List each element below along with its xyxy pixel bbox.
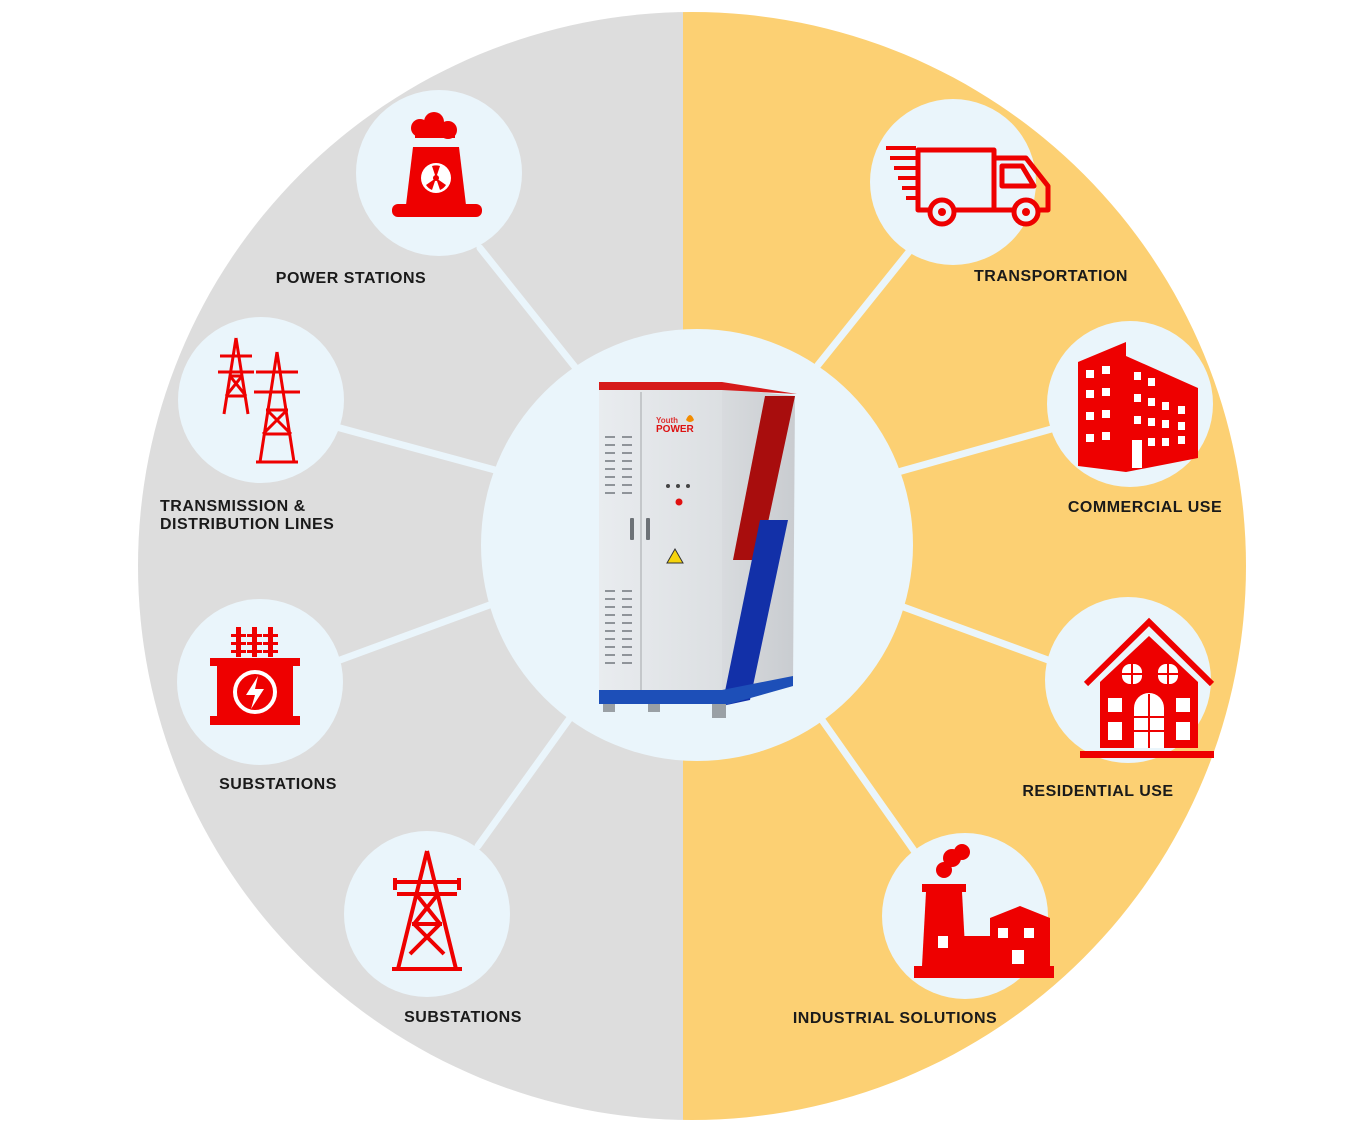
node-transportation (870, 99, 1051, 265)
label-transmission-line2: DISTRIBUTION LINES (160, 516, 334, 533)
office-building-icon (1078, 342, 1198, 472)
label-substations-bottom: SUBSTATIONS (404, 1009, 522, 1026)
label-substations-left: SUBSTATIONS (219, 776, 337, 793)
spoke-transportation (814, 244, 916, 369)
brand-line1: Youth (656, 416, 678, 425)
transmission-towers-icon (218, 337, 300, 464)
node-transmission-distribution (178, 317, 344, 483)
spoke-residential (894, 601, 1052, 664)
spoke-substations-left (336, 599, 499, 664)
spoke-commercial (894, 424, 1059, 476)
node-residential-use (1045, 597, 1215, 763)
node-power-stations (356, 90, 522, 256)
truck-icon (886, 146, 1051, 227)
spoke-power-stations (476, 244, 579, 371)
label-industrial-solutions: INDUSTRIAL SOLUTIONS (793, 1010, 997, 1027)
energy-storage-cabinet: Youth POWER (599, 382, 797, 718)
node-commercial-use (1047, 321, 1213, 487)
house-icon (1080, 617, 1215, 758)
label-transmission-line1: TRANSMISSION & (160, 498, 306, 515)
spoke-substations-bottom (474, 714, 574, 850)
label-commercial-use: COMMERCIAL USE (1068, 499, 1222, 516)
node-industrial-solutions (882, 833, 1054, 999)
spokes (336, 244, 1059, 856)
label-transportation: TRANSPORTATION (974, 268, 1128, 285)
spoke-industrial (818, 716, 919, 856)
label-power-stations: POWER STATIONS (276, 270, 426, 287)
factory-icon (914, 844, 1054, 978)
node-substations-left (177, 599, 343, 765)
transformer-icon (210, 627, 300, 725)
spoke-transmission (336, 424, 499, 474)
pylon-icon (392, 850, 462, 971)
label-residential-use: RESIDENTIAL USE (1022, 783, 1173, 800)
node-substations-bottom (344, 831, 510, 997)
brand-line2: POWER (656, 424, 695, 435)
nuclear-plant-icon (392, 112, 482, 217)
